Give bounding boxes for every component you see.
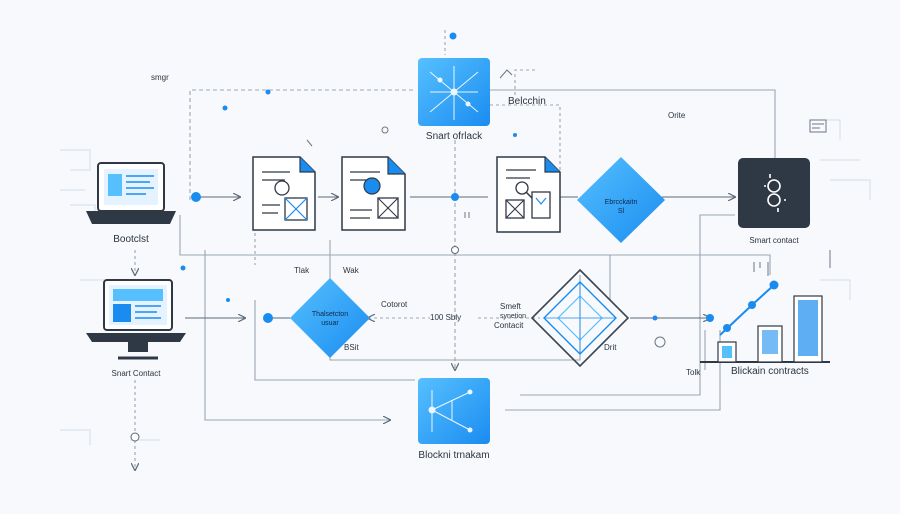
label-diamond2-line2: usuar <box>321 320 339 327</box>
laptop-icon <box>86 162 176 224</box>
label-tlak: Tlak <box>294 266 310 275</box>
top-block-icon <box>418 58 490 126</box>
label-blickain-contracts: Blickain contracts <box>731 366 809 377</box>
label-synetion: synetion <box>500 313 527 320</box>
label-contacit: Contacit <box>494 321 524 330</box>
label-smeft: Smeft <box>500 302 521 311</box>
blockchain-contracts-chart-icon <box>700 280 830 363</box>
label-blockchain-top: Belcchin <box>508 96 546 107</box>
hollow-dots <box>130 246 459 442</box>
label-snart-contact: Snart Contact <box>111 369 161 378</box>
label-orite: Orite <box>668 111 686 120</box>
transaction-diamond <box>290 278 370 358</box>
label-cotorot: Cotorot <box>381 300 408 309</box>
bottom-block-icon <box>418 378 490 444</box>
label-bottom-block: Blockni trnakam <box>418 450 490 461</box>
label-tolk: Tolk <box>686 368 701 377</box>
connector-dots <box>180 32 714 323</box>
label-100-sbly: 100 Sbly <box>430 313 462 322</box>
label-drit: Drit <box>604 343 617 352</box>
smart-contract-node-icon <box>530 268 630 368</box>
label-diamond2-line1: Thalsetcton <box>311 311 349 318</box>
smart-contract-tile <box>738 158 810 228</box>
label-top-block: Snart ofrlack <box>425 131 483 142</box>
label-diamond1-line2: Sl <box>617 208 625 215</box>
label-wak: Wak <box>343 266 359 275</box>
document-icon-2 <box>341 156 406 231</box>
document-icon-3 <box>496 156 561 233</box>
label-diamond1-line1: Ebrcckaitn <box>604 199 638 206</box>
decorative-marks <box>306 69 831 348</box>
validation-diamond <box>577 157 665 243</box>
label-bsit: BSit <box>344 343 359 352</box>
label-bootcist: Bootclst <box>113 234 149 245</box>
label-smgr: smgr <box>151 73 169 82</box>
monitor-icon <box>86 279 186 360</box>
document-icon-1 <box>252 156 316 231</box>
label-smart-contact: Smart contact <box>749 236 799 245</box>
